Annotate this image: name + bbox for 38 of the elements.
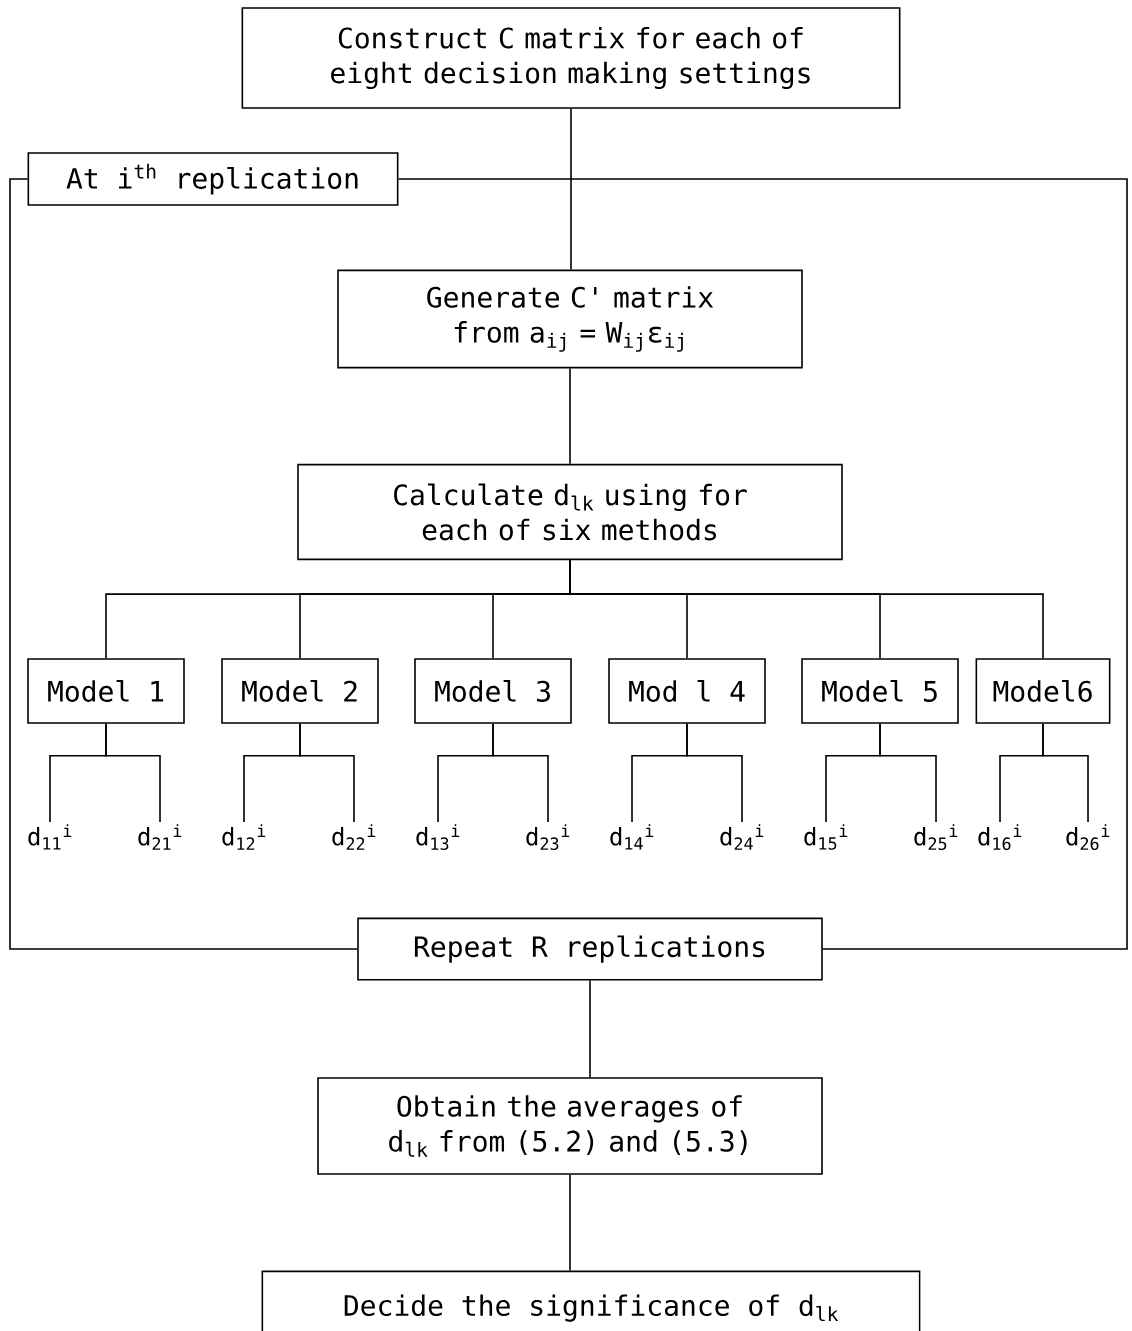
process-box: Generate C' matrix from a$_{ij}$ = W$_{ij}$ε$_{ij}$ [337, 269, 803, 369]
process-box: Construct C matrix for each of eight decision making settings [241, 7, 901, 109]
connector-line [1042, 723, 1089, 823]
output-label: d$_{24}$i [720, 824, 764, 850]
process-box: Obtain the averages of d$_{lk}$ from (5.2) and (5.3) [317, 1077, 823, 1175]
connector-line [879, 723, 937, 823]
output-label: d$_{23}$i [526, 824, 570, 851]
output-label: d$_{15}$i [804, 824, 848, 850]
connector-line [397, 178, 1128, 950]
output-label: d$_{16}$i [978, 824, 1022, 851]
connector-line [299, 723, 355, 823]
output-label: d$_{25}$i [914, 824, 958, 851]
connector-line [686, 723, 743, 823]
output-label: d$_{14}$i [610, 824, 654, 850]
connector-line [569, 367, 571, 465]
connector-line [105, 723, 161, 823]
connector-line [569, 1174, 571, 1272]
process-box: Model6 [975, 658, 1111, 724]
connector-line [569, 559, 1044, 659]
process-box: Repeat R replications [357, 917, 823, 981]
process-box: Model 1 [27, 658, 185, 724]
process-box: Model 2 [221, 658, 379, 724]
output-label: d$_{11}$i [28, 824, 72, 850]
output-label: d$_{21}$i [138, 824, 182, 850]
process-box: Calculate d$_{lk}$ using for each of six methods [297, 463, 843, 561]
output-label: d$_{22}$i [332, 824, 376, 850]
connector-line [589, 979, 591, 1078]
process-box: Model 3 [414, 658, 572, 724]
output-label: d$_{26}$i [1066, 824, 1110, 851]
connector-line [9, 178, 358, 950]
output-label: d$_{13}$i [416, 824, 460, 851]
process-box: Model 5 [801, 658, 959, 724]
connector-line [570, 108, 572, 271]
process-box: At i$^{th}$ replication [27, 152, 399, 206]
process-box: Mod l 4 [608, 658, 766, 724]
connector-line [492, 723, 549, 823]
process-box: Decide the significance of d$_{lk}$ [261, 1270, 921, 1331]
output-label: d$_{12}$i [222, 824, 266, 850]
